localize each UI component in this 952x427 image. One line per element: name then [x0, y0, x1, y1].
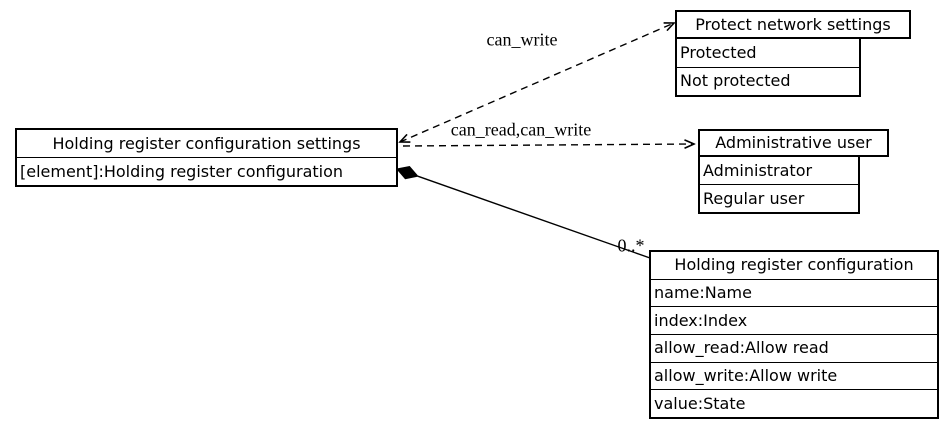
edge-label-can-write: can_write: [486, 29, 558, 50]
node-protect-values: Protected Not protected: [675, 37, 861, 97]
node-admin-title: Administrative user: [715, 133, 872, 152]
node-holding-title: Holding register configuration: [674, 255, 914, 275]
node-protect-title: Protect network settings: [695, 14, 891, 34]
node-holding: Holding register configuration name:Name…: [649, 250, 939, 419]
value-row-administrator: Administrator: [703, 160, 813, 180]
edge-label-multiplicity: 0..*: [617, 235, 645, 256]
aggregation-diamond-icon: [396, 165, 419, 180]
node-settings: Holding register configuration settings …: [15, 128, 398, 187]
value-row-not-protected: Not protected: [677, 66, 859, 96]
field-row-index: index:Index: [651, 306, 937, 334]
value-row-regular-user: Regular user: [700, 184, 858, 212]
node-admin-values: Administrator Regular user: [698, 155, 860, 214]
edge-label-can-read-can-write: can_read,can_write: [450, 119, 592, 140]
field-row-value: value:State: [651, 389, 937, 417]
node-settings-title: Holding register configuration settings: [52, 133, 361, 153]
node-admin-header: Administrative user: [698, 129, 889, 157]
field-row-allow-read: allow_read:Allow read: [651, 334, 937, 362]
edge-aggregation: [417, 175, 651, 259]
edge-can-read-can-write: [402, 144, 694, 146]
field-row-name: name:Name: [651, 278, 937, 307]
value-row-protected: Protected: [680, 42, 757, 62]
node-protect-header: Protect network settings: [675, 10, 911, 39]
field-row-allow-write: allow_write:Allow write: [651, 361, 937, 390]
node-settings-element-field: [element]:Holding register configuration: [17, 157, 396, 185]
